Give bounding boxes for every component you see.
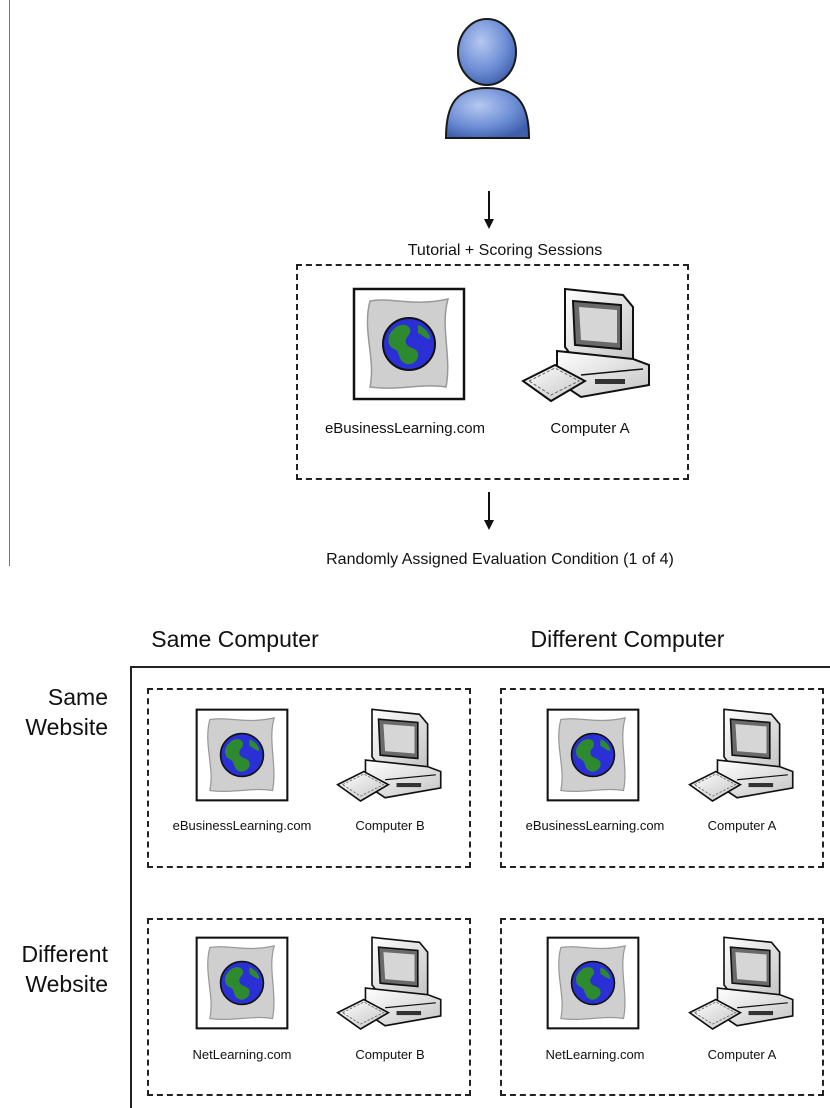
website-label: eBusinessLearning.com <box>324 420 486 437</box>
row-header-line: Website <box>25 714 108 740</box>
col-header-different-computer: Different Computer <box>530 626 725 652</box>
globe-website-icon <box>546 936 640 1030</box>
globe-website-icon <box>546 708 640 802</box>
arrow-down-icon <box>481 492 497 532</box>
globe-website-icon <box>195 936 289 1030</box>
website-label: NetLearning.com <box>545 1047 645 1062</box>
arrow-down-icon <box>481 191 497 231</box>
condition-cell-same-computer-different-website <box>147 918 471 1096</box>
website-label: NetLearning.com <box>192 1047 292 1062</box>
matrix-left-border <box>130 666 132 1108</box>
desktop-computer-icon <box>688 934 796 1034</box>
condition-cell-different-computer-same-website <box>500 688 824 868</box>
computer-label: Computer A <box>707 1047 777 1062</box>
desktop-computer-icon <box>521 285 653 407</box>
assignment-label: Randomly Assigned Evaluation Condition (… <box>326 551 674 568</box>
globe-website-icon <box>195 708 289 802</box>
training-setup-box <box>296 264 689 480</box>
website-label: eBusinessLearning.com <box>172 818 312 833</box>
left-margin-line <box>9 0 10 566</box>
row-header-same-website: Same Website <box>10 682 108 742</box>
col-header-same-computer: Same Computer <box>151 626 319 652</box>
sessions-label: Tutorial + Scoring Sessions <box>407 242 603 259</box>
globe-website-icon <box>352 287 466 401</box>
row-header-line: Different <box>21 941 108 967</box>
desktop-computer-icon <box>688 706 796 806</box>
desktop-computer-icon <box>336 934 444 1034</box>
row-header-line: Same <box>47 684 108 710</box>
computer-label: Computer B <box>355 818 425 833</box>
user-icon <box>440 10 535 140</box>
matrix-top-border <box>130 666 830 668</box>
condition-cell-different-computer-different-website <box>500 918 824 1096</box>
desktop-computer-icon <box>336 706 444 806</box>
row-header-different-website: Different Website <box>0 939 108 999</box>
computer-label: Computer A <box>550 420 630 437</box>
website-label: eBusinessLearning.com <box>525 818 665 833</box>
computer-label: Computer A <box>707 818 777 833</box>
row-header-line: Website <box>25 971 108 997</box>
condition-cell-same-computer-same-website <box>147 688 471 868</box>
computer-label: Computer B <box>355 1047 425 1062</box>
